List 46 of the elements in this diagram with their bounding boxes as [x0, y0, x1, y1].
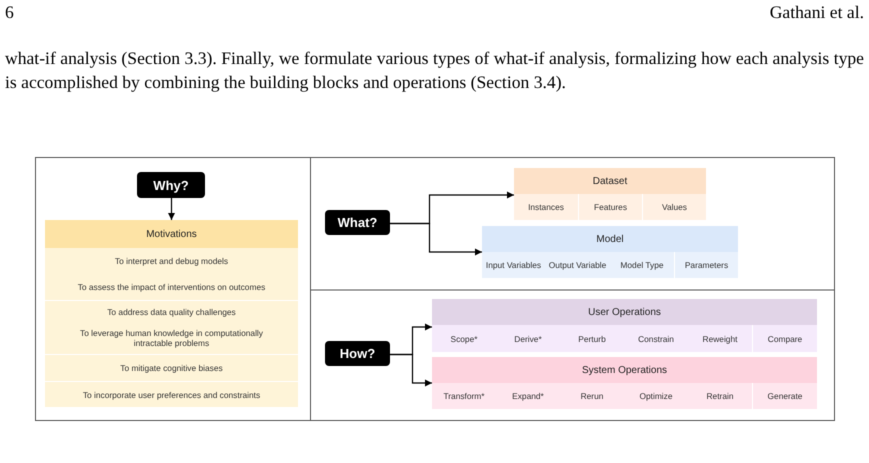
cell-text: Constrain: [638, 334, 674, 344]
cell-text: Transform*: [443, 391, 485, 401]
cell-text: Expand*: [512, 391, 544, 401]
cell-text: Input Variables: [486, 260, 542, 270]
cell-text: Optimize: [639, 391, 673, 401]
cell-text: To leverage human knowledge in computationally intractable problems: [79, 328, 264, 348]
cell-text: Reweight: [702, 334, 738, 344]
question-box: [137, 172, 205, 198]
question-label: How?: [340, 346, 376, 361]
cell-text: Perturb: [578, 334, 606, 344]
page-number: 6: [5, 1, 14, 24]
table-header: Dataset: [514, 168, 706, 194]
cell-text: Parameters: [684, 260, 728, 270]
table-header: Model: [482, 226, 738, 252]
cell-text: Compare: [768, 334, 802, 344]
cell-text: Values: [662, 202, 687, 212]
cell-text: To incorporate user preferences and constraints: [82, 390, 260, 400]
cell-text: Retrain: [706, 391, 734, 401]
cell-text: To interpret and debug models: [114, 256, 228, 266]
arrow: [390, 354, 432, 386]
cell-text: Rerun: [580, 391, 604, 401]
question-label: What?: [338, 215, 378, 230]
question-box: [325, 341, 390, 366]
running-header: Gathani et al.: [770, 1, 864, 24]
table-header: User Operations: [432, 299, 817, 325]
question-box: [325, 210, 390, 235]
cell-text: Generate: [768, 391, 802, 401]
arrow: [390, 222, 482, 256]
cell-text: To mitigate cognitive biases: [120, 363, 223, 373]
cell-text: Scope*: [450, 334, 478, 344]
cell-text: Instances: [528, 202, 564, 212]
cell-text: Model Type: [620, 260, 664, 270]
table-header: System Operations: [432, 357, 817, 383]
cell-text: To assess the impact of interventions on outcomes: [78, 282, 266, 292]
component-table: [482, 226, 738, 278]
component-table: [514, 168, 706, 220]
arrow: [168, 198, 175, 220]
operations-table: [432, 357, 817, 409]
cell-text: Features: [594, 202, 628, 212]
cell-text: Output Variable: [548, 260, 606, 270]
table-header: Motivations: [45, 220, 298, 248]
cell-text: Derive*: [514, 334, 542, 344]
operations-table: [432, 299, 817, 352]
cell-text: To address data quality challenges: [107, 306, 236, 317]
question-label: Why?: [153, 178, 189, 192]
body-paragraph: what-if analysis (Section 3.3). Finally, we formulate various types of what-if analysis, formalizing how each analysis type is accomplished by combining the building blocks and operations (Section 3.4).: [5, 47, 864, 94]
